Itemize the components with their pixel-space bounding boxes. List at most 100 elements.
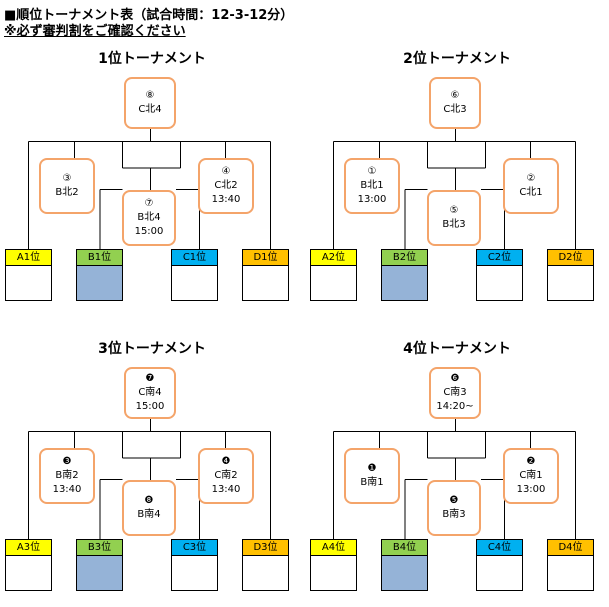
match-num: ① — [367, 166, 377, 177]
team-slot-a: A1位 — [5, 249, 52, 301]
team-label: C1位 — [172, 250, 217, 266]
team-label: B3位 — [77, 540, 122, 556]
match-team: C北1 — [519, 187, 543, 198]
match-num: ⑧ — [145, 90, 155, 101]
match-semi-left: ❸ B南2 13:40 — [39, 448, 95, 504]
score-cell — [6, 556, 51, 590]
match-num: ❶ — [367, 463, 377, 474]
match-team: B北4 — [137, 212, 161, 223]
score-cell — [243, 556, 288, 590]
score-cell — [382, 556, 427, 590]
match-num: ④ — [221, 166, 231, 177]
match-team: B南2 — [55, 470, 79, 481]
bracket-title: 2位トーナメント — [403, 51, 511, 67]
match-team: C北2 — [214, 180, 238, 191]
match-semi-right: ④ C北2 13:40 — [198, 158, 254, 214]
team-label: A3位 — [6, 540, 51, 556]
match-time: 13:00 — [357, 194, 387, 205]
match-num: ⑤ — [449, 205, 459, 216]
match-final: ⑧ C北4 — [124, 77, 176, 129]
team-label: C2位 — [477, 250, 522, 266]
bracket-title: 4位トーナメント — [403, 341, 511, 357]
bracket-lines — [333, 419, 576, 539]
match-team: C南2 — [214, 470, 238, 481]
score-cell — [172, 556, 217, 590]
match-num: ❹ — [221, 456, 231, 467]
team-label: C4位 — [477, 540, 522, 556]
team-slot-a: A4位 — [310, 539, 357, 591]
match-time: 13:40 — [211, 484, 241, 495]
team-slot-b: B3位 — [76, 539, 123, 591]
team-slot-c: C4位 — [476, 539, 523, 591]
team-label: A1位 — [6, 250, 51, 266]
match-num: ③ — [62, 173, 72, 184]
match-time: 13:40 — [211, 194, 241, 205]
team-slot-b: B2位 — [381, 249, 428, 301]
score-cell — [77, 266, 122, 300]
match-num: ❽ — [144, 495, 154, 506]
match-middle: ❽ B南4 — [122, 480, 176, 536]
team-slot-c: C1位 — [171, 249, 218, 301]
team-slot-d: D4位 — [547, 539, 594, 591]
team-label: B1位 — [77, 250, 122, 266]
team-slot-b: B1位 — [76, 249, 123, 301]
score-cell — [311, 556, 356, 590]
match-team: C北4 — [138, 104, 162, 115]
match-team: C南1 — [519, 470, 543, 481]
score-cell — [477, 556, 522, 590]
match-semi-left: ① B北1 13:00 — [344, 158, 400, 214]
bracket-lines — [333, 129, 576, 249]
match-semi-left: ③ B北2 — [39, 158, 95, 214]
team-slot-b: B4位 — [381, 539, 428, 591]
match-time: 14:20~ — [436, 401, 474, 412]
referee-note: ※必ず審判割をご確認ください — [4, 24, 186, 39]
score-cell — [548, 556, 593, 590]
team-slot-d: D2位 — [547, 249, 594, 301]
team-label: B4位 — [382, 540, 427, 556]
match-num: ⑥ — [450, 90, 460, 101]
match-middle: ❺ B南3 — [427, 480, 481, 536]
match-team: B南3 — [442, 509, 466, 520]
team-slot-d: D1位 — [242, 249, 289, 301]
match-num: ② — [526, 173, 536, 184]
team-slot-c: C3位 — [171, 539, 218, 591]
match-time: 13:00 — [516, 484, 546, 495]
team-label: D3位 — [243, 540, 288, 556]
team-label: A2位 — [311, 250, 356, 266]
page-title: ■順位トーナメント表（試合時間：12-3-12分） — [4, 8, 294, 23]
team-label: D2位 — [548, 250, 593, 266]
match-time: 15:00 — [135, 401, 165, 412]
bracket-lines — [28, 419, 271, 539]
team-slot-a: A2位 — [310, 249, 357, 301]
team-slot-c: C2位 — [476, 249, 523, 301]
bracket-title: 3位トーナメント — [98, 341, 206, 357]
match-team: B北1 — [360, 180, 384, 191]
match-team: B北2 — [55, 187, 79, 198]
match-team: C北3 — [443, 104, 467, 115]
match-num: ❷ — [526, 456, 536, 467]
match-middle: ⑦ B北4 15:00 — [122, 190, 176, 246]
match-num: ❼ — [145, 373, 155, 384]
match-num: ❸ — [62, 456, 72, 467]
score-cell — [382, 266, 427, 300]
match-semi-right: ❷ C南1 13:00 — [503, 448, 559, 504]
match-team: C南3 — [443, 387, 467, 398]
team-label: B2位 — [382, 250, 427, 266]
match-team: B南4 — [137, 509, 161, 520]
team-slot-a: A3位 — [5, 539, 52, 591]
match-time: 13:40 — [52, 484, 82, 495]
team-label: A4位 — [311, 540, 356, 556]
match-num: ⑦ — [144, 198, 154, 209]
match-semi-right: ② C北1 — [503, 158, 559, 214]
match-time: 15:00 — [134, 226, 164, 237]
match-num: ❺ — [449, 495, 459, 506]
team-slot-d: D3位 — [242, 539, 289, 591]
match-num: ❻ — [450, 373, 460, 384]
match-final: ⑥ C北3 — [429, 77, 481, 129]
